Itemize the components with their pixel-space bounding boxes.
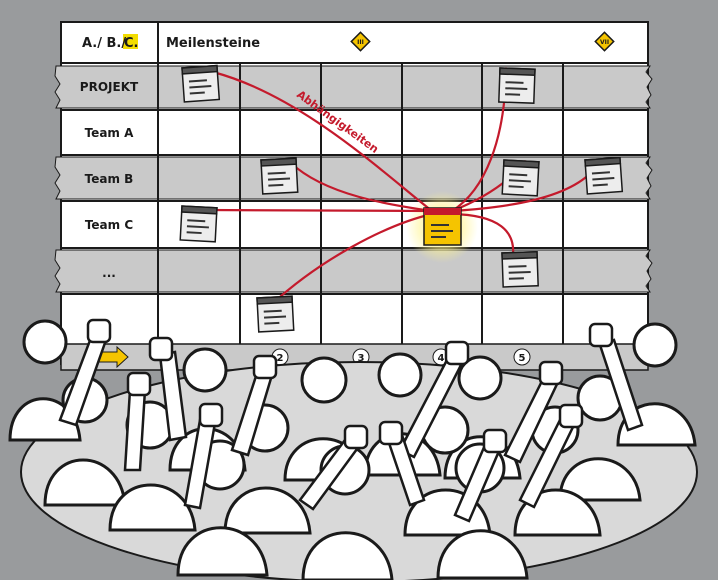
focus-task-note <box>424 208 461 245</box>
milestone-2-label: VII <box>600 39 609 46</box>
task-note-more-5 <box>502 252 538 287</box>
timeline-label-2: 2 <box>277 353 284 364</box>
task-note-team-b-2 <box>261 158 298 194</box>
milestones-label: Meilensteine <box>166 36 260 51</box>
header-prefix: A./ B./ <box>82 36 126 51</box>
milestone-1-label: III <box>357 39 364 46</box>
timeline-label-5: 5 <box>519 353 526 364</box>
task-note-team-b-6 <box>585 158 622 194</box>
row-label-team-a: Team A <box>85 126 135 140</box>
task-note-projekt-1 <box>182 66 219 102</box>
task-note-team-c-1 <box>180 206 217 242</box>
task-note-bottom-2 <box>257 296 294 332</box>
header-highlight: C. <box>124 36 138 51</box>
task-note-projekt-5 <box>499 68 535 103</box>
row-label-more: ... <box>102 266 116 280</box>
row-label-team-c: Team C <box>85 218 134 232</box>
task-note-team-b-5 <box>502 160 539 196</box>
timeline-label-4: 4 <box>438 353 445 364</box>
row-label-projekt: PROJEKT <box>80 80 139 94</box>
row-label-team-b: Team B <box>85 172 134 186</box>
